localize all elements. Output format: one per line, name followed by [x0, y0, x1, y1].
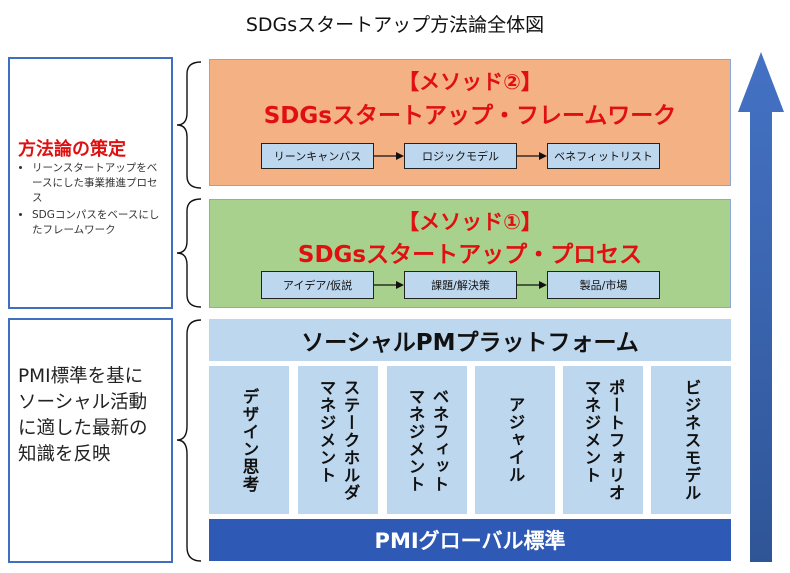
platform-column-label: ステークホルダ マネジメント — [317, 378, 360, 502]
method1-step: アイデア/仮説 — [261, 271, 374, 299]
flow-arrow-icon — [374, 152, 404, 160]
brace-icon — [176, 319, 202, 562]
method2-label: 【メソッド②】 — [398, 70, 542, 94]
flow-arrow-icon — [517, 281, 547, 289]
up-arrow-icon — [738, 52, 784, 562]
method2-step: リーンキャンバス — [261, 143, 374, 169]
strategy-bullet: リーンスタートアップをベースにした事業推進プロセス — [32, 161, 163, 206]
platform-column-label: デザイン思考 — [240, 387, 259, 493]
method1-label: 【メソッド①】 — [398, 210, 542, 234]
method1-name: SDGsスタートアップ・プロセス — [297, 242, 643, 268]
platform-column-label: ビジネスモデル — [682, 378, 701, 502]
platform-column-label: ポートフォリオ マネジメント — [582, 378, 625, 502]
method2-step: ベネフィットリスト — [547, 143, 660, 169]
brace-icon — [176, 61, 202, 189]
flow-arrow-icon — [517, 152, 547, 160]
method2-step: ロジックモデル — [404, 143, 517, 169]
platform-title: ソーシャルPMプラットフォーム — [209, 319, 731, 361]
platform-column: デザイン思考 — [209, 366, 289, 514]
platform-column: ステークホルダ マネジメント — [298, 366, 378, 514]
strategy-heading: 方法論の策定 — [18, 139, 126, 160]
platform-column-label: ベネフィット マネジメント — [406, 387, 449, 493]
platform-column: ビジネスモデル — [651, 366, 731, 514]
strategy-bullet: SDGコンパスをベースにしたフレームワーク — [32, 208, 163, 238]
method2-panel: 【メソッド②】 SDGsスタートアップ・フレームワーク リーンキャンバス ロジッ… — [209, 59, 731, 186]
platform-column-label: アジャイル — [506, 396, 525, 484]
strategy-bullets: リーンスタートアップをベースにした事業推進プロセス SDGコンパスをベースにした… — [18, 161, 163, 238]
method2-name: SDGsスタートアップ・フレームワーク — [263, 103, 677, 129]
method1-panel: 【メソッド①】 SDGsスタートアップ・プロセス アイデア/仮説 課題/解決策 … — [209, 199, 731, 308]
platform-column: アジャイル — [475, 366, 555, 514]
platform-column: ポートフォリオ マネジメント — [563, 366, 643, 514]
method1-step: 課題/解決策 — [404, 271, 517, 299]
brace-icon — [176, 198, 202, 308]
pmi-note-line: PMI標準を基に — [18, 366, 144, 387]
pmi-note-box: PMI標準を基に ソーシャル活動 に適した最新の 知識を反映 — [8, 318, 173, 563]
diagram-title: SDGsスタートアップ方法論全体図 — [245, 14, 545, 36]
pmi-note-line: ソーシャル活動 — [18, 392, 148, 413]
platform-column: ベネフィット マネジメント — [387, 366, 467, 514]
foundation-bar: PMIグローバル標準 — [209, 519, 731, 561]
flow-arrow-icon — [374, 281, 404, 289]
pmi-note-line: 知識を反映 — [18, 444, 111, 465]
method1-step: 製品/市場 — [547, 271, 660, 299]
strategy-box: 方法論の策定 リーンスタートアップをベースにした事業推進プロセス SDGコンパス… — [8, 57, 173, 309]
pmi-note-line: に適した最新の — [18, 418, 148, 439]
